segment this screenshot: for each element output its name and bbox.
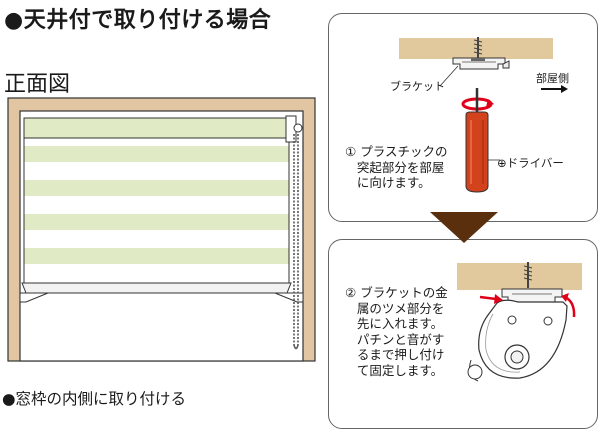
screwdriver-icon: [465, 88, 489, 193]
screw-icon: [471, 37, 485, 61]
step-2-instruction: ② ブラケットの金 属のツメ部分を 先に入れます。 パチンと音がす るまで押し付…: [345, 285, 448, 378]
blind-screen: [19, 117, 304, 303]
bracket-leader-line: [439, 65, 459, 87]
mounting-note: ●窓枠の内側に取り付ける: [2, 390, 187, 408]
step-1-number: ①: [345, 144, 357, 159]
step-2-number: ②: [345, 285, 357, 300]
ceiling-board-2: [457, 263, 582, 290]
head-box: [467, 299, 568, 382]
bracket-icon: [452, 57, 510, 70]
step-1-body: プラスチックの 突起部分を部屋 に向けます。: [356, 144, 448, 190]
room-side-label: 部屋側: [536, 72, 569, 85]
push-arrow-icon: [479, 293, 576, 318]
front-view-label: 正面図: [4, 72, 71, 97]
screw-icon: [523, 262, 533, 288]
screwdriver-label: ⊕ドライバー: [497, 156, 564, 170]
room-side-arrow-icon: [541, 85, 568, 93]
bracket-label: ブラケット: [390, 80, 445, 93]
step-2-body: ブラケットの金 属のツメ部分を 先に入れます。 パチンと音がす るまで押し付け …: [356, 285, 448, 378]
chain-mechanism: [285, 115, 303, 350]
step-1-instruction: ① プラスチックの 突起部分を部屋 に向けます。: [345, 144, 447, 191]
page-title: ●天井付で取り付ける場合: [4, 8, 272, 33]
down-arrow-icon: [430, 212, 498, 243]
rotation-arrow-icon: [461, 97, 494, 111]
